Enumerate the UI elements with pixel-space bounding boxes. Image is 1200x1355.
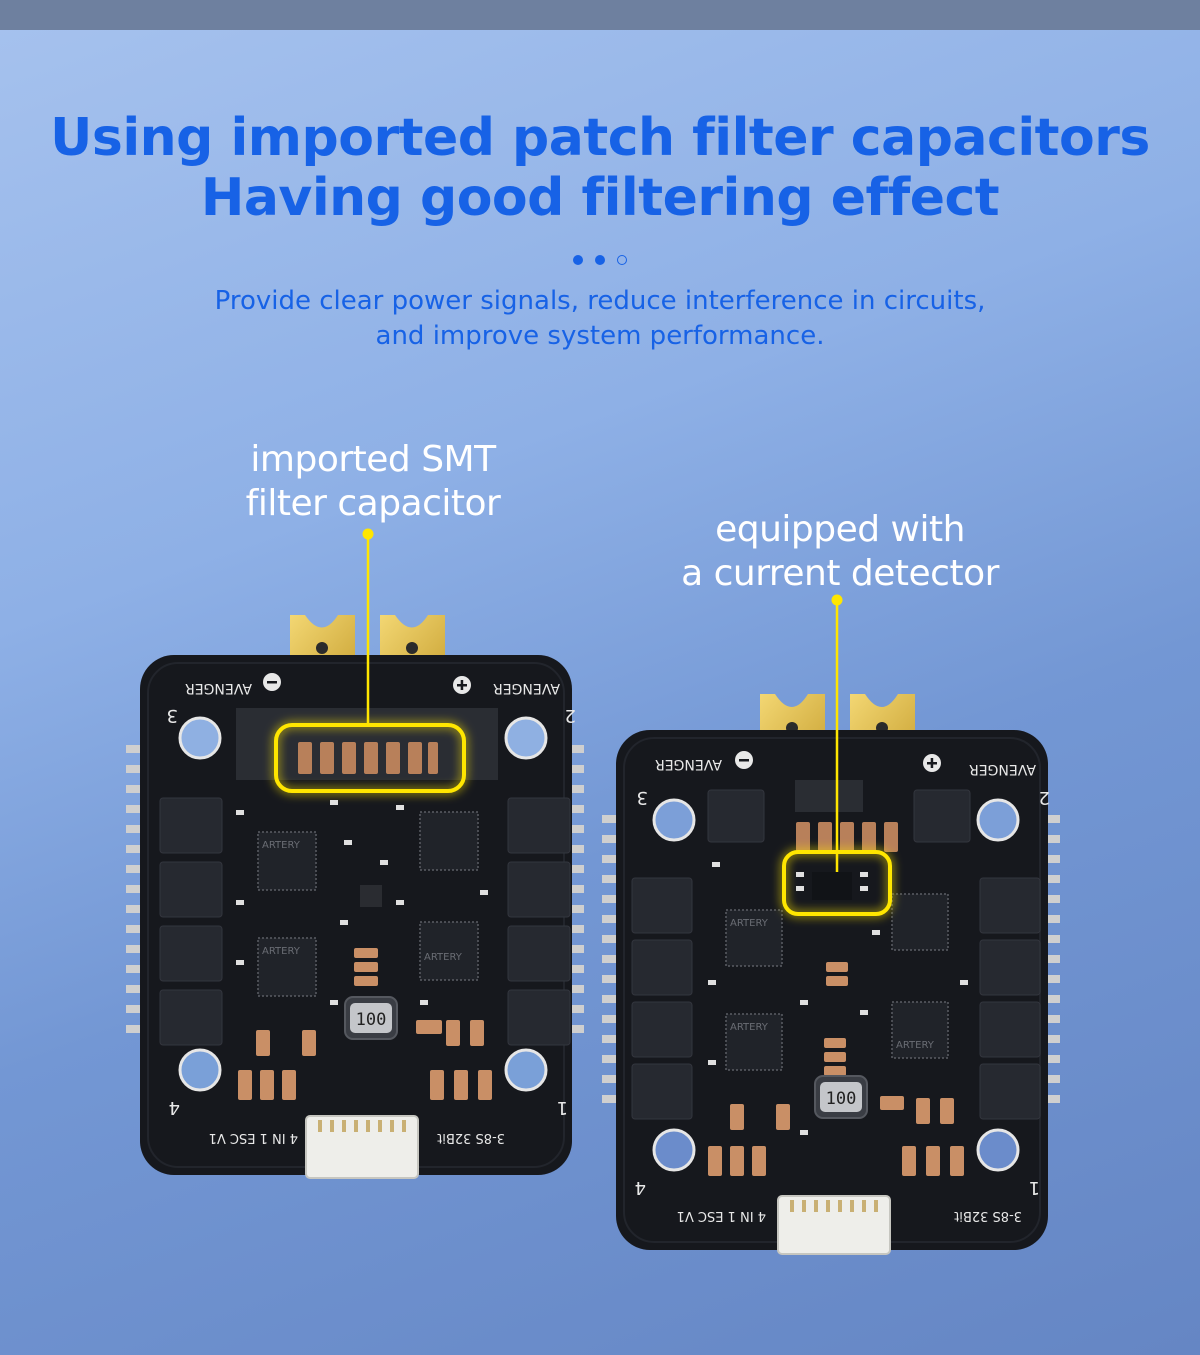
left-brand-2: AVENGER: [493, 680, 560, 696]
right-chip-label-2: ARTERY: [730, 1022, 769, 1033]
left-signal-connector: [305, 1115, 419, 1179]
left-chip-label-3: ARTERY: [424, 952, 463, 963]
top-bar: [0, 0, 1200, 30]
pagination-dot-3[interactable]: [617, 255, 627, 265]
subtitle-line-2: and improve system performance.: [375, 321, 825, 351]
right-inductor-label: 100: [826, 1089, 857, 1109]
left-inductor-label: 100: [356, 1010, 387, 1030]
left-capacitor-highlight: [274, 723, 466, 793]
title-line-1: Using imported patch filter capacitors: [50, 108, 1150, 168]
pagination-dot-2[interactable]: [595, 255, 605, 265]
right-corner-3: 3: [637, 787, 648, 808]
left-label-voltage: 3-8S 32Bit: [437, 1130, 505, 1145]
left-corner-1: 1: [557, 1097, 568, 1118]
right-corner-4: 4: [635, 1177, 646, 1198]
left-callout-leader: [362, 528, 374, 725]
right-corner-1: 1: [1029, 1177, 1040, 1198]
left-brand-1: AVENGER: [185, 680, 252, 696]
right-callout-line-1: equipped with: [715, 509, 965, 550]
left-esc-board: AVENGER AVENGER 3 2 4 1 4 IN 1 ESC V1 3-…: [126, 615, 584, 1179]
left-chip-label-1: ARTERY: [262, 840, 301, 851]
pagination-dots: [0, 250, 1200, 269]
left-label-model: 4 IN 1 ESC V1: [209, 1130, 298, 1145]
left-corner-4: 4: [169, 1097, 180, 1118]
left-callout-line-1: imported SMT: [250, 439, 496, 480]
page-subtitle: Provide clear power signals, reduce inte…: [0, 284, 1200, 354]
right-label-voltage: 3-8S 32Bit: [954, 1208, 1022, 1223]
left-corner-3: 3: [167, 705, 178, 726]
left-callout: imported SMT filter capacitor: [208, 438, 538, 526]
page-title: Using imported patch filter capacitors H…: [0, 108, 1200, 228]
right-chip-label-1: ARTERY: [730, 918, 769, 929]
right-brand-1: AVENGER: [655, 756, 722, 772]
right-esc-board: AVENGER AVENGER 3 2 4 1 4 IN 1 ESC V1 3-…: [602, 694, 1060, 1255]
left-callout-line-2: filter capacitor: [245, 483, 501, 524]
right-brand-2: AVENGER: [969, 761, 1036, 777]
right-chip-label-3: ARTERY: [896, 1040, 935, 1051]
right-corner-2: 2: [1039, 787, 1050, 808]
left-chip-label-2: ARTERY: [262, 946, 301, 957]
subtitle-line-1: Provide clear power signals, reduce inte…: [214, 286, 986, 316]
right-callout: equipped with a current detector: [650, 508, 1030, 596]
pagination-dot-1[interactable]: [573, 255, 583, 265]
title-line-2: Having good filtering effect: [200, 168, 1000, 228]
left-pcb: [140, 655, 572, 1175]
right-label-model: 4 IN 1 ESC V1: [677, 1208, 766, 1223]
right-callout-line-2: a current detector: [681, 553, 999, 594]
right-signal-connector: [777, 1195, 891, 1255]
right-callout-leader: [831, 594, 843, 872]
left-corner-2: 2: [565, 705, 576, 726]
